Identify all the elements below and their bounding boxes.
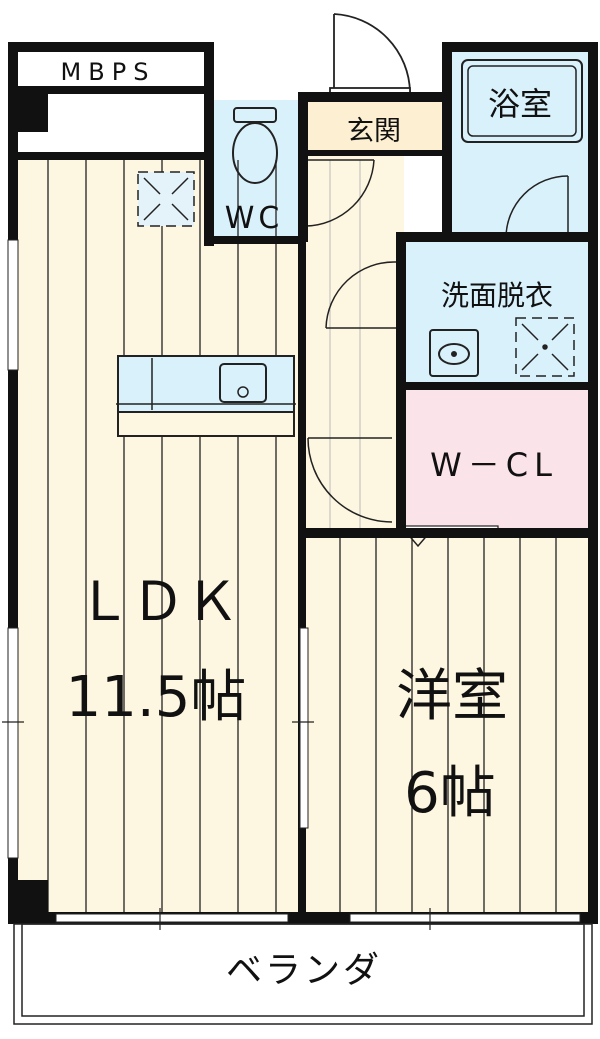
mbps-box [18, 52, 204, 86]
bathtub-icon [461, 59, 583, 143]
balcony-label: ベランダ [226, 950, 382, 991]
washing-machine-icon [515, 317, 575, 377]
vent-icon-ldk [137, 171, 195, 227]
mbps-lower-box [48, 96, 204, 152]
ldk-plank-lines [47, 160, 277, 916]
hallway-floor [300, 100, 404, 530]
balcony-outline [13, 923, 593, 1025]
closet-floor [404, 390, 592, 530]
ldk-floor [14, 155, 304, 920]
entrance-label: 玄関 [347, 116, 401, 147]
bath-door-swing [505, 175, 569, 239]
washroom-sink-icon [429, 329, 479, 377]
ldk-size-label: 11.5帖 [66, 665, 247, 730]
ldk-name-label: ＬＤＫ [77, 570, 239, 633]
kitchen-counter [116, 355, 296, 437]
closet-label: W－CL [430, 446, 558, 484]
toilet-icon [232, 107, 278, 184]
windows [7, 239, 581, 923]
wc-door-swing [305, 159, 375, 227]
washroom-label: 洗面脱衣 [441, 279, 553, 312]
entrance-floor [306, 100, 444, 154]
washroom-door-swing [325, 261, 397, 329]
mbps-label: MBPS [61, 58, 156, 86]
kitchen-sink [219, 363, 267, 403]
window-tick-marks [2, 721, 431, 930]
western-room-name-label: 洋室 [396, 664, 508, 729]
washroom-floor [404, 240, 592, 384]
western-room-plank-lines [339, 535, 557, 916]
western-room-size-label: 6帖 [404, 761, 496, 826]
wc-label: WC [225, 201, 284, 236]
western-door-swing [307, 437, 393, 523]
bath-label: 浴室 [488, 85, 552, 123]
front-door-swing [329, 13, 411, 99]
